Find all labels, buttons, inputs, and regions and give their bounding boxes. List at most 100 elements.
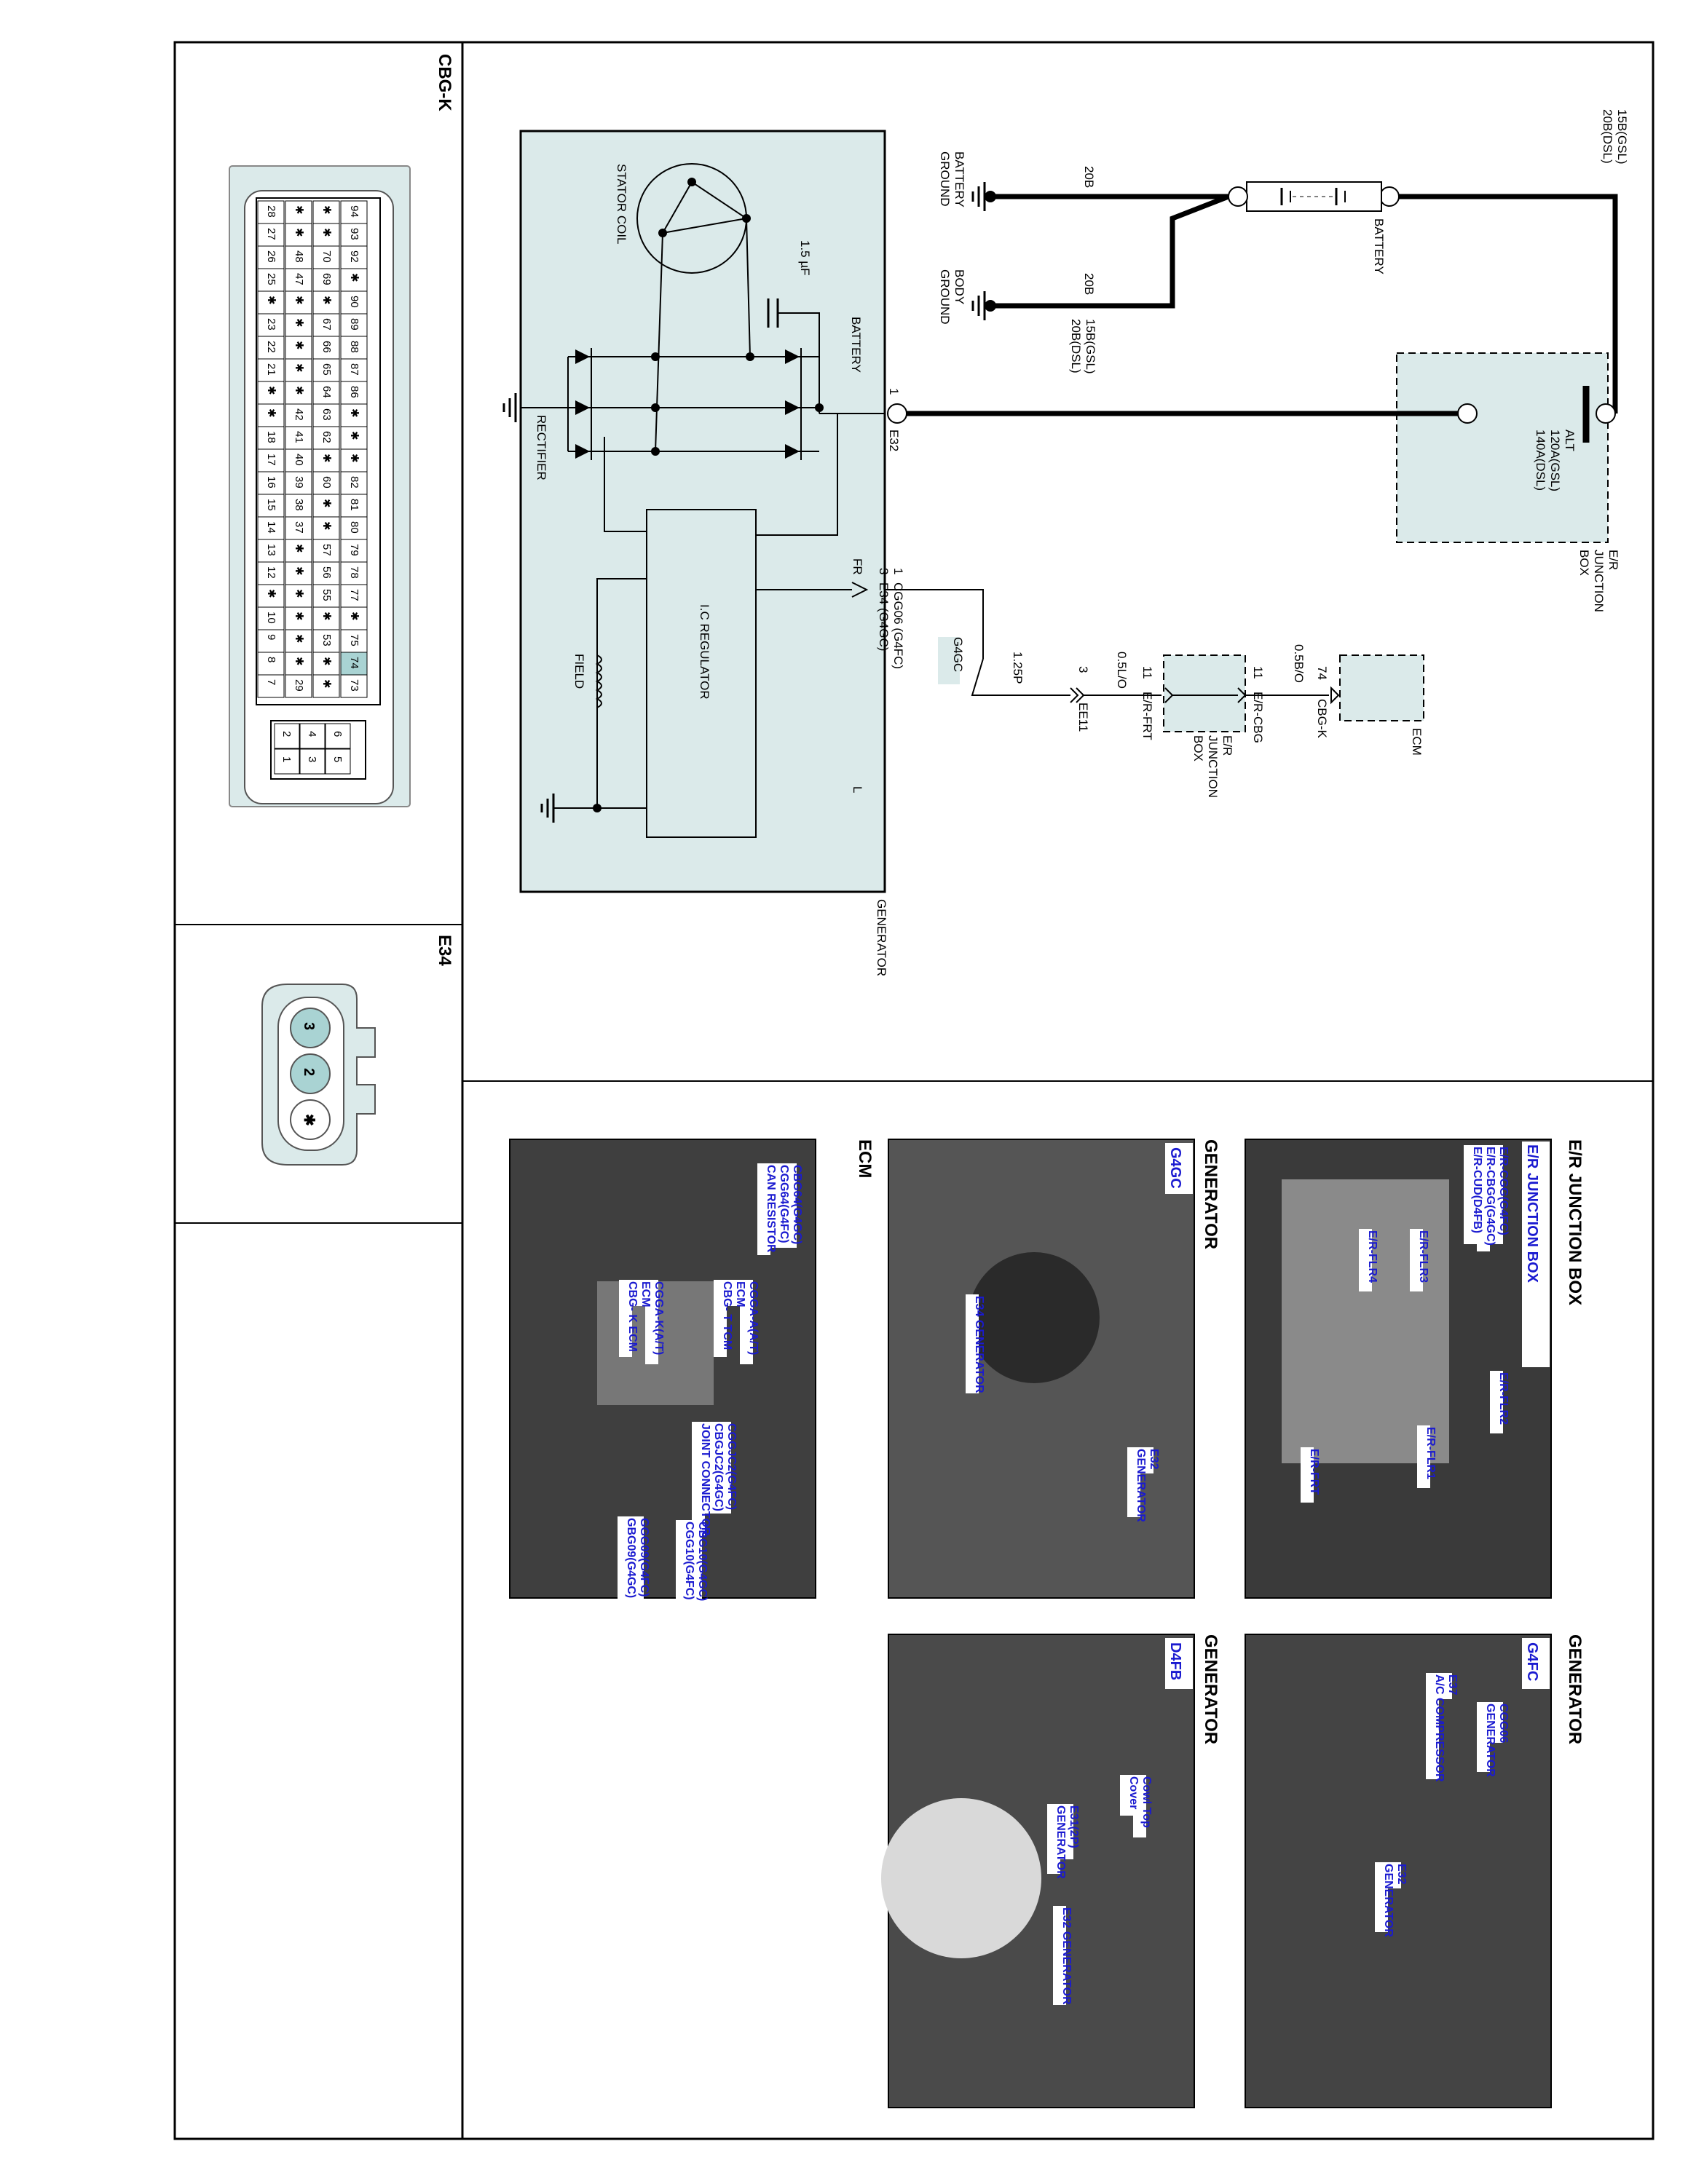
- cbgk-pin-label: 9: [265, 634, 277, 640]
- cbgk-pin-label: 10: [265, 612, 277, 624]
- cbgk-pin-label: 17: [265, 454, 277, 466]
- cbgk-cell: [312, 290, 340, 314]
- body-ground-symbol: [971, 291, 986, 320]
- wire-20b-b-label: 20B: [1082, 273, 1096, 295]
- cbgk-cell: [285, 290, 312, 314]
- photo-callout-label: E/R-CGG(G4FC): [1497, 1147, 1510, 1235]
- g4gc-tag-bg: [938, 637, 960, 684]
- field-coil: [595, 654, 602, 708]
- cbgk-pin-label: ✱: [320, 228, 333, 237]
- photo-callout-label: CGG06: [1497, 1704, 1510, 1743]
- cbgk-cell: [340, 674, 368, 698]
- cbgk-pin-label: 87: [348, 363, 360, 376]
- callout-bg: [1464, 1145, 1477, 1244]
- callout-bg: [757, 1163, 770, 1255]
- photo-callout-label: GENERATOR: [1382, 1864, 1395, 1937]
- photo-callout-label: ECM: [734, 1281, 746, 1307]
- photo-gen-g4fc-title: GENERATOR: [1565, 1634, 1585, 1744]
- rectifier-label: RECTIFIER: [535, 415, 548, 480]
- callout-bg: [1477, 1145, 1490, 1251]
- cbgk-pin-label: 55: [320, 589, 333, 601]
- callout-bg: [676, 1520, 689, 1605]
- callout-bg: [631, 1516, 644, 1601]
- cbgk-pin-cells: 949392✱9089888786✱✱✱828180797877✱757473✱…: [257, 200, 368, 698]
- callout-bg: [645, 1280, 658, 1364]
- cbgk-pin-label: ✱: [265, 386, 277, 395]
- erfrt-label: E/R-FRT: [1140, 692, 1154, 740]
- cbgk-pin-label: 26: [265, 250, 277, 263]
- g4gc-tag: G4GC: [951, 637, 965, 672]
- stator-coil-label: STATOR COIL: [615, 164, 628, 245]
- rectifier-bridge: [568, 218, 824, 460]
- cbgk-pin-label: 73: [348, 679, 360, 692]
- callout-bg: [1053, 1906, 1066, 2005]
- cbgk-cell: [257, 629, 285, 653]
- cbgk-cell: [257, 561, 285, 585]
- cbgk-cell: [312, 426, 340, 450]
- cbgk-pin-label: 70: [320, 250, 333, 263]
- cbgk-pin-label: 37: [293, 521, 305, 534]
- cbgk-cell: [285, 245, 312, 269]
- wire-05lo-label: 0.5L/O: [1115, 652, 1129, 689]
- photo-callout-label: E/R-CUD(D4FB): [1471, 1147, 1483, 1233]
- cbgk-cell: [257, 268, 285, 292]
- er-junction-box: [1396, 352, 1609, 543]
- body-ground-node: [985, 300, 996, 312]
- callout-bg: [740, 1280, 753, 1364]
- e34-pin-blank-label: ✱: [301, 1114, 317, 1126]
- cbgk-pin-label: 15: [265, 499, 277, 511]
- e34-pin-2-label: 2: [301, 1068, 317, 1076]
- photo-callout-label: E/R-FLR4: [1366, 1230, 1379, 1283]
- erfrt-pin-label: 11: [1140, 666, 1154, 679]
- cbgk-pin-label: 69: [320, 273, 333, 285]
- cbgk-pin-label: ✱: [293, 566, 305, 576]
- cbgk-pin-label: ✱: [320, 454, 333, 463]
- cbgk-small-cell: [325, 748, 351, 775]
- cbgk-pin-label: 41: [293, 431, 305, 443]
- photo-callout-label: CBG64(G4GC): [791, 1165, 803, 1244]
- cbgk-pin-label: 23: [265, 318, 277, 331]
- stator-coil-delta: [661, 181, 749, 234]
- photo-callout-label: CGGJC2(G4FC): [725, 1423, 738, 1510]
- ecm-box: [1339, 654, 1424, 721]
- cbgk-connector-panel: CBG-K 949392✱9089888786✱✱✱828180797877✱7…: [229, 54, 454, 807]
- capacitor-wire: [778, 312, 820, 414]
- callout-bg: [1490, 1145, 1503, 1244]
- cbgk-title: CBG-K: [435, 54, 454, 111]
- cbgk-pin-label: ✱: [348, 408, 360, 418]
- photo-gen-g4gc-tag: G4GC: [1167, 1147, 1183, 1189]
- ee11-pin-label: 3: [1076, 666, 1090, 673]
- callout-bg: [618, 1516, 631, 1601]
- cbgk-cell: [340, 223, 368, 247]
- cbgk-pin-label: 77: [348, 589, 360, 601]
- cbgk-cell: [312, 336, 340, 360]
- callout-bg: [1120, 1775, 1133, 1816]
- cbgk-pin-label: 94: [348, 205, 360, 218]
- cbgk-pin-label: 8: [265, 657, 277, 662]
- cbgk-cell: [257, 381, 285, 405]
- battery-negative-terminal: [1228, 186, 1248, 207]
- wire-15b-gsl-2-label: 15B(GSL): [1084, 319, 1097, 374]
- er-jbox-label-1: E/R: [1606, 550, 1620, 570]
- l-label: L: [851, 786, 864, 793]
- photo-callout-label: E32: [1148, 1449, 1160, 1470]
- callout-bg: [1388, 1862, 1401, 1888]
- photo-callout-label: CGGA-A(A/T): [747, 1281, 760, 1355]
- photo-gen-g4gc: GENERATOR G4GC: [888, 1139, 1220, 1599]
- cbgk-small-pin-label: 5: [331, 756, 344, 762]
- cbgk-pin-label: 29: [293, 679, 305, 692]
- alt-fuse-terminal-bottom: [1457, 403, 1478, 424]
- cbgk-cell: [340, 516, 368, 540]
- callout-bg: [718, 1422, 731, 1514]
- wire-20b-dsl-2-label: 20B(DSL): [1069, 319, 1083, 373]
- cbgk-cell: [340, 358, 368, 382]
- cbgk-cell: [312, 652, 340, 676]
- wire-20b-a-label: 20B: [1082, 166, 1096, 188]
- cbgk-pin-label: ✱: [293, 634, 305, 644]
- photo-callout-label: CBG10(G4GC): [696, 1522, 709, 1601]
- cbgk-small-cell: [274, 723, 300, 749]
- conn-pin-1-label: 1: [891, 568, 905, 574]
- battery-term-label: BATTERY: [849, 317, 863, 373]
- field-label: FIELD: [572, 654, 586, 689]
